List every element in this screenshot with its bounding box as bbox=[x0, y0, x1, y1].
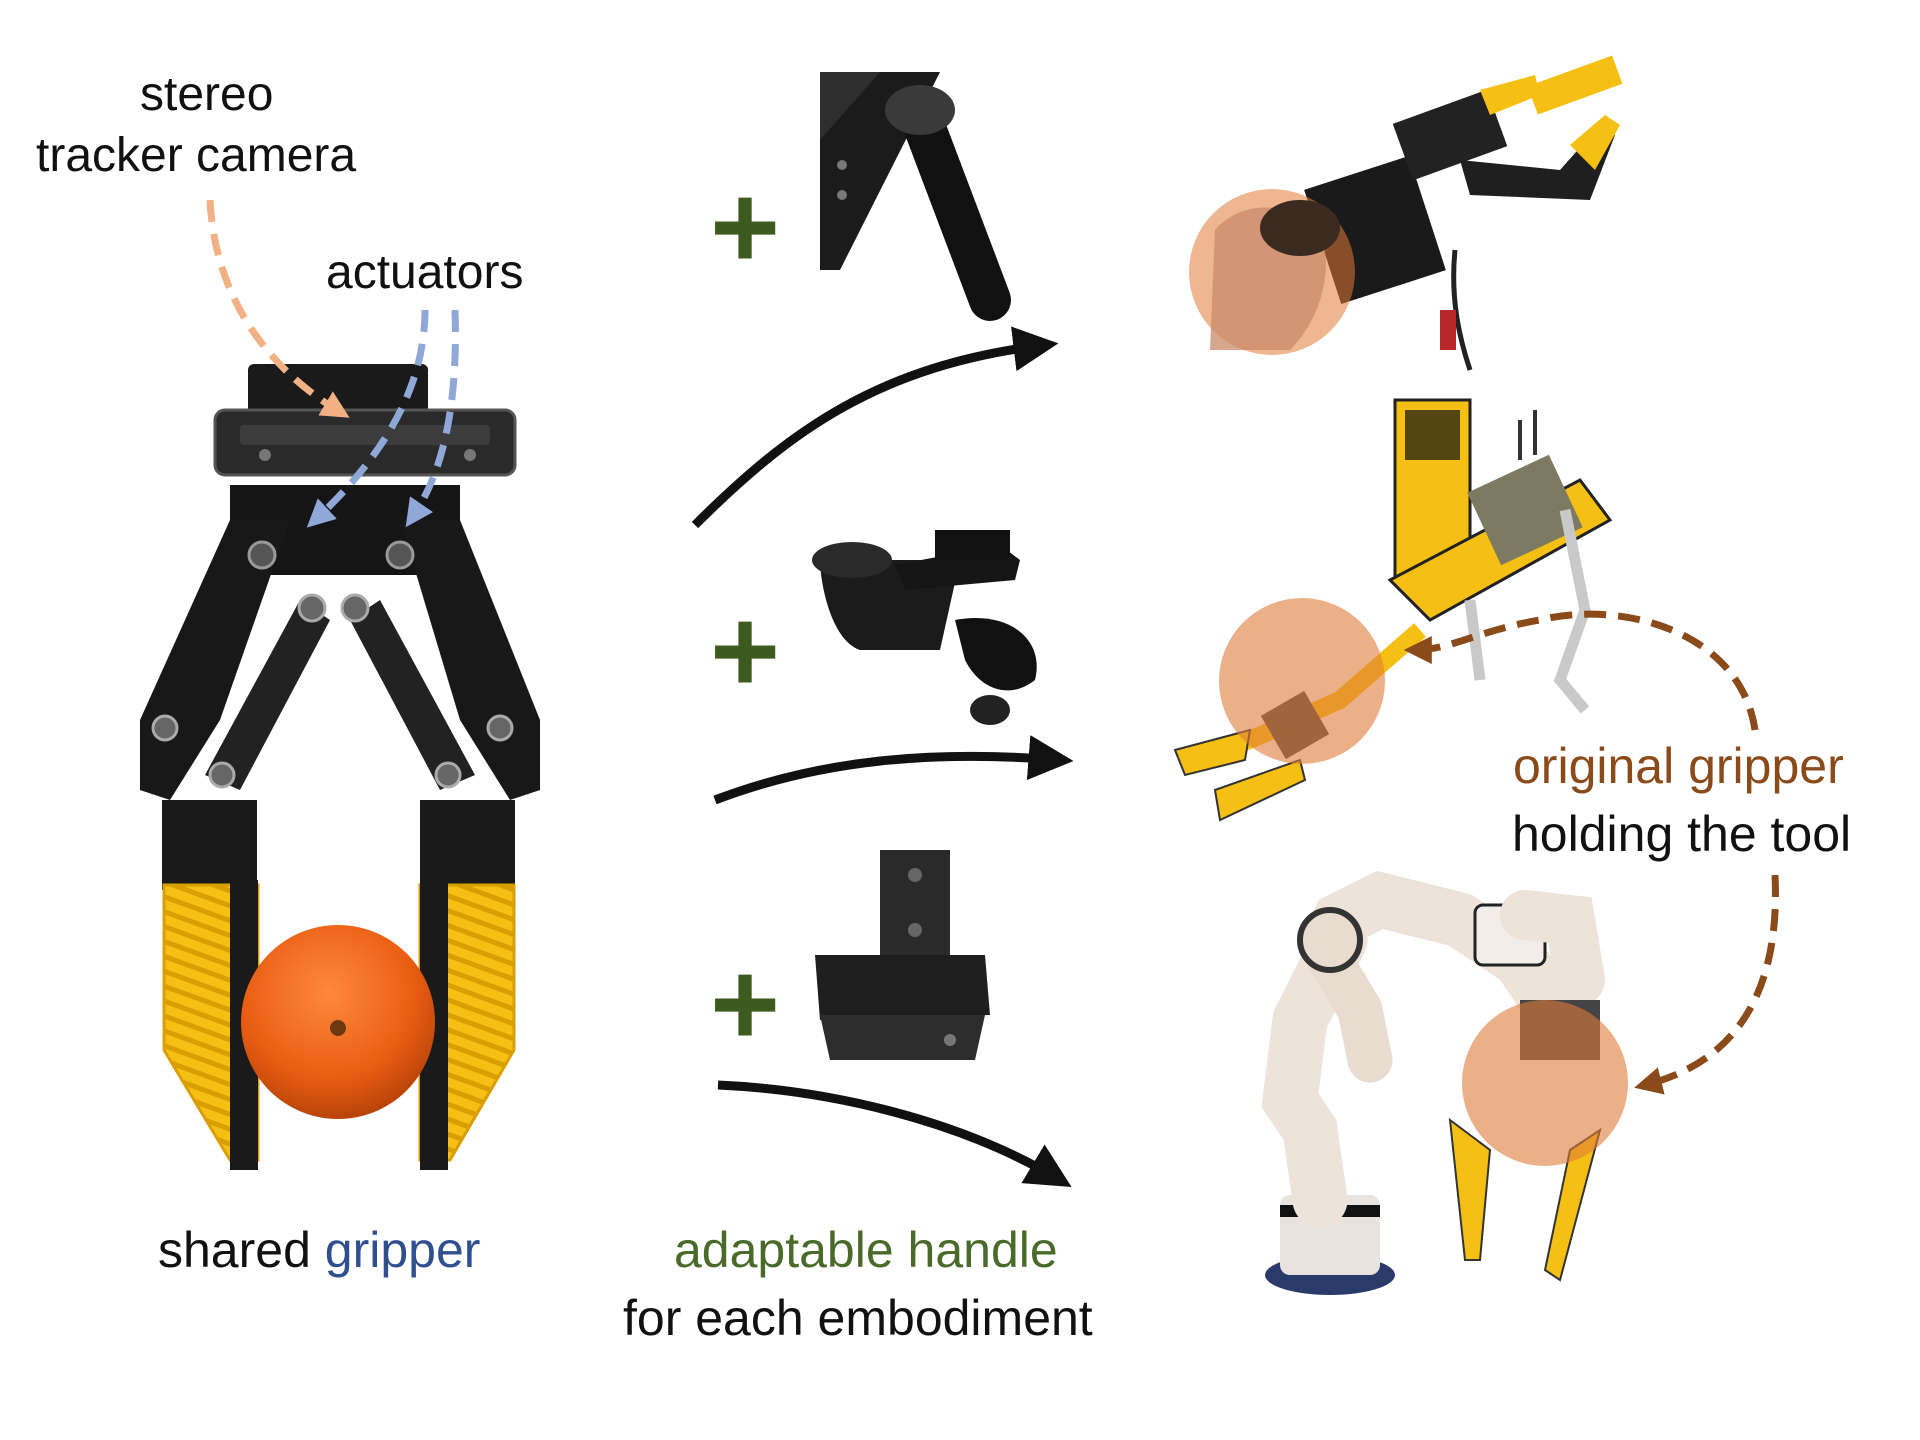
stereo-label-line2: tracker camera bbox=[36, 129, 357, 182]
arm-gripper-handheld-icon bbox=[1189, 55, 1623, 371]
stereo-label-line1: stereo bbox=[140, 68, 274, 121]
actuators-label: actuators bbox=[326, 246, 524, 299]
shared-gripper-icon bbox=[140, 364, 540, 1170]
flange-handle-icon bbox=[815, 850, 990, 1060]
plus-sign-bottom: + bbox=[710, 937, 780, 1071]
original-gripper-pointer-arm bbox=[1634, 874, 1779, 1095]
triangle-handle-icon bbox=[820, 72, 1011, 321]
plus-sign-middle: + bbox=[710, 584, 780, 718]
arrow-to-robot-arm bbox=[717, 1080, 1072, 1187]
arrow-to-handheld bbox=[691, 326, 1059, 529]
embodiment-label: for each embodiment bbox=[623, 1290, 1093, 1346]
shared-gripper-caption: shared gripper bbox=[158, 1222, 480, 1280]
actuator-pointer-arrow-right bbox=[405, 309, 459, 528]
actuator-pointer-arrow-left bbox=[306, 309, 429, 528]
plus-sign-top: + bbox=[710, 160, 780, 294]
shared-word: shared bbox=[158, 1222, 311, 1278]
original-gripper-label: original gripper bbox=[1513, 738, 1844, 794]
robot-arm-icon bbox=[1261, 870, 1628, 1295]
adaptable-handle-label: adaptable handle bbox=[674, 1222, 1058, 1278]
arrow-to-quadruped bbox=[713, 735, 1074, 805]
bracket-handle-icon bbox=[812, 530, 1037, 725]
holding-tool-label: holding the tool bbox=[1512, 806, 1852, 862]
gripper-word: gripper bbox=[324, 1222, 481, 1278]
camera-pointer-arrow bbox=[206, 199, 350, 418]
original-gripper-pointer-quadruped bbox=[1403, 610, 1759, 731]
quadruped-robot-icon bbox=[1173, 398, 1613, 822]
